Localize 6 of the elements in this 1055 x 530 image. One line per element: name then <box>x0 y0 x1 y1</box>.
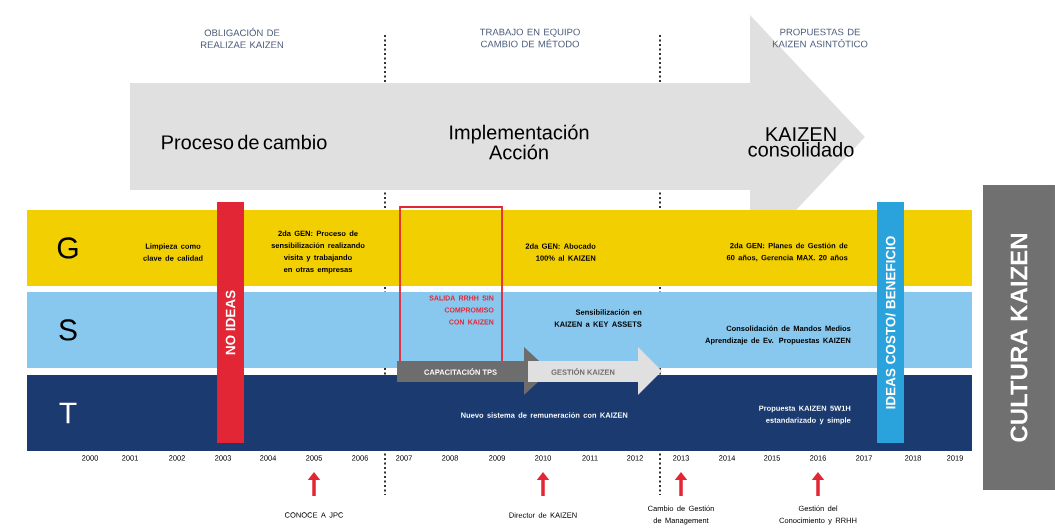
vertical-bar: IDEAS COSTO/ BENEFICIO <box>877 202 904 443</box>
phase-heading: OBLIGACIÓN DE REALIZAE KAIZEN <box>201 27 283 49</box>
vertical-bar: NO IDEAS <box>217 202 244 443</box>
phase-heading: PROPUESTAS DE KAIZEN ASINTÓTICO <box>772 28 868 48</box>
title-panel: CULTURA KAIZEN <box>983 185 1055 490</box>
phase-heading: TRABAJO EN EQUIPO CAMBIO DE MÉTODO <box>479 28 580 48</box>
